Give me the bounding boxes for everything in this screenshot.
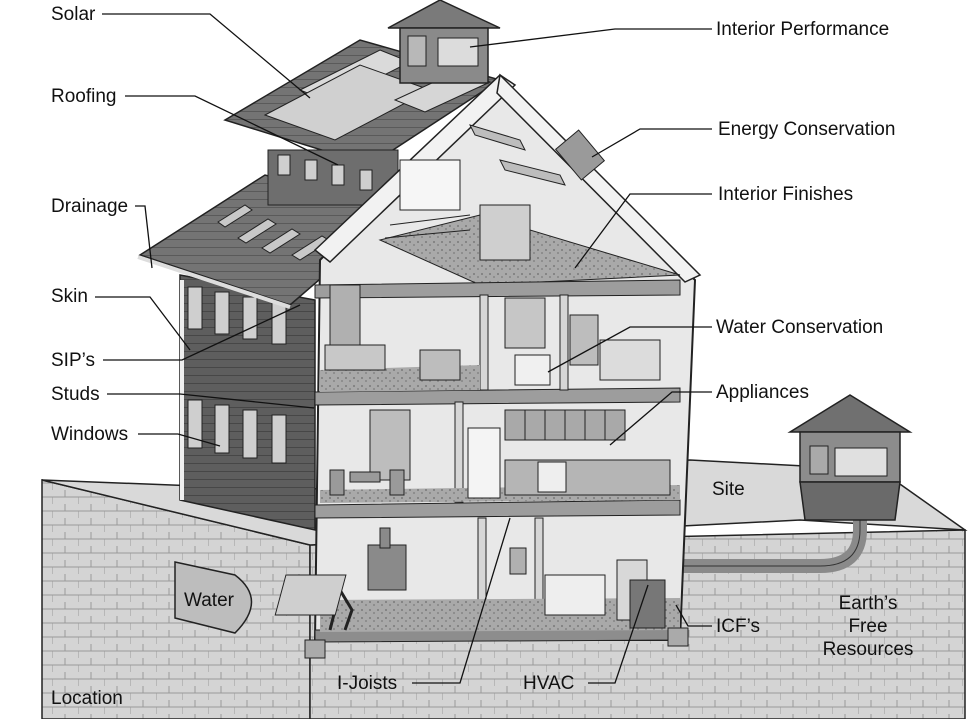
label-interior-finishes: Interior Finishes: [718, 184, 854, 205]
label-water: Water: [184, 590, 234, 611]
roof-cupola: [387, 0, 501, 84]
label-skin: Skin: [51, 286, 88, 307]
label-roofing: Roofing: [51, 86, 117, 107]
leader-lines: [95, 13, 712, 684]
label-windows: Windows: [51, 424, 129, 445]
house-cutaway: [274, 73, 702, 659]
label-water-conservation: Water Conservation: [716, 317, 884, 338]
label-earths-free-resources: Earth’s Free Resources: [812, 592, 924, 661]
label-icfs: ICF’s: [716, 616, 760, 637]
exterior-siding-wall: [179, 274, 316, 531]
earth-pipe: [680, 500, 867, 573]
label-energy-conservation: Energy Conservation: [718, 119, 896, 140]
label-i-joists: I-Joists: [337, 673, 398, 694]
site-cupola: [787, 394, 913, 521]
label-interior-performance: Interior Performance: [716, 19, 890, 40]
label-location: Location: [51, 688, 123, 709]
label-site: Site: [712, 479, 745, 500]
label-studs: Studs: [51, 384, 100, 405]
label-earths: Earth’s: [838, 593, 898, 614]
label-solar: Solar: [51, 4, 96, 25]
label-free: Free: [848, 616, 888, 637]
upper-roof: [223, 39, 502, 206]
water-tank: [174, 561, 253, 634]
label-sips: SIP’s: [51, 350, 96, 371]
label-resources: Resources: [822, 639, 914, 660]
label-drainage: Drainage: [51, 196, 129, 217]
label-appliances: Appliances: [716, 382, 809, 403]
label-hvac: HVAC: [523, 673, 575, 694]
